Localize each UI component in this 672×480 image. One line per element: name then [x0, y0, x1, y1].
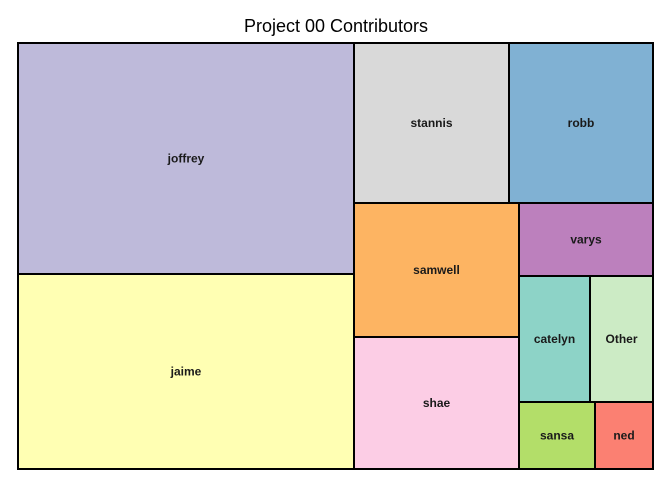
tile-rect-samwell: [353, 202, 520, 338]
tile-rect-shae: [353, 336, 520, 470]
tile-sansa: sansa: [518, 401, 596, 470]
tile-label-robb: robb: [568, 116, 595, 130]
tile-label-joffrey: joffrey: [167, 152, 205, 166]
tile-label-other: Other: [605, 332, 637, 346]
treemap-border: [17, 42, 654, 470]
tile-catelyn: catelyn: [518, 275, 591, 403]
tile-rect-catelyn: [518, 275, 591, 403]
tile-other: Other: [589, 275, 654, 403]
tile-label-jaime: jaime: [170, 365, 202, 379]
tile-rect-ned: [594, 401, 654, 470]
chart-title: Project 00 Contributors: [243, 16, 429, 36]
tile-rect-varys: [518, 202, 654, 277]
treemap-tiles: joffrey jaime stannis robb samwell varys shae c…: [17, 42, 654, 470]
tile-label-sansa: sansa: [540, 429, 574, 443]
tile-robb: robb: [508, 42, 654, 204]
tile-varys: varys: [518, 202, 654, 277]
tile-joffrey: joffrey: [17, 42, 355, 275]
tile-label-samwell: samwell: [413, 263, 460, 277]
tile-label-catelyn: catelyn: [534, 332, 575, 346]
tile-jaime: jaime: [17, 273, 355, 470]
tile-ned: ned: [594, 401, 654, 470]
tile-stannis: stannis: [353, 42, 510, 204]
tile-shae: shae: [353, 336, 520, 470]
tile-label-stannis: stannis: [410, 116, 452, 130]
tile-label-shae: shae: [423, 396, 451, 410]
tile-label-varys: varys: [570, 233, 602, 247]
tile-label-ned: ned: [613, 429, 634, 443]
tile-rect-other: [589, 275, 654, 403]
tile-samwell: samwell: [353, 202, 520, 338]
